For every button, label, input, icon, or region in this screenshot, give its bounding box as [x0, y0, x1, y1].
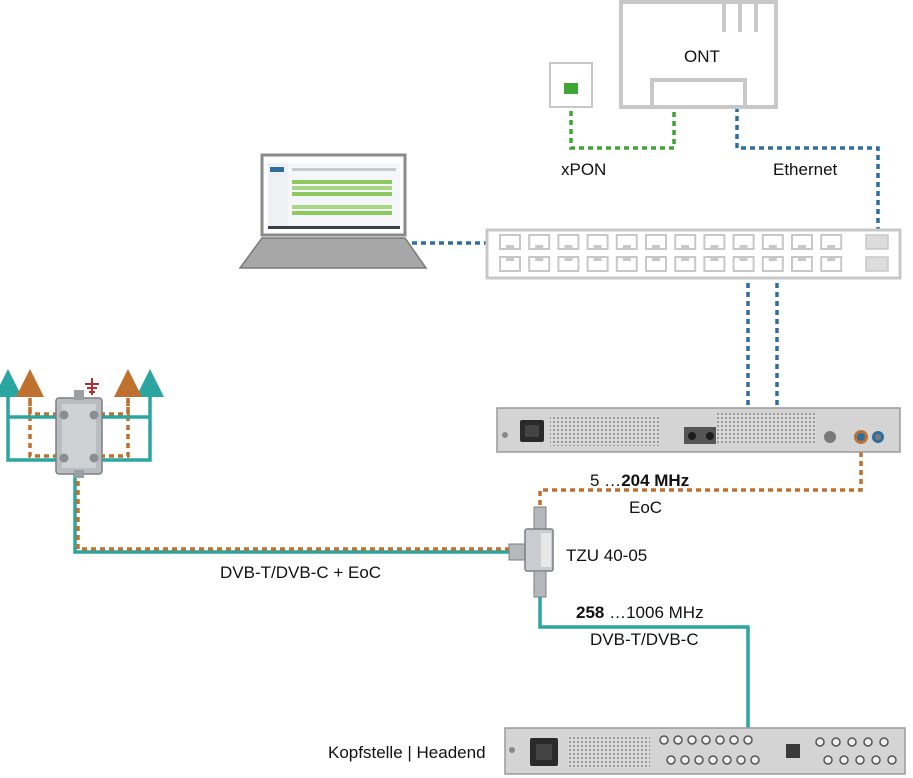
- headend-coax-port: [855, 755, 865, 765]
- headend-coax-port: [863, 737, 873, 747]
- headend-coax-port: [750, 755, 760, 765]
- splitter-outputs: [0, 369, 164, 462]
- ont-device: [619, 0, 778, 109]
- dvb-label: DVB-T/DVB-C: [590, 630, 699, 649]
- headend-coax-port: [659, 735, 669, 745]
- headend-coax-port: [839, 755, 849, 765]
- headend-coax-port: [729, 735, 739, 745]
- switch-port-notch: [798, 245, 806, 249]
- eoc-band-end: 204 MHz: [621, 471, 689, 490]
- headend-coax-port: [673, 735, 683, 745]
- switch-port-notch: [768, 245, 777, 249]
- switch-port-notch: [535, 257, 544, 261]
- headend-coax-port: [879, 737, 889, 747]
- switch-port-notch: [710, 245, 719, 249]
- headend-coax-port: [871, 755, 881, 765]
- switch-port-notch: [798, 257, 806, 261]
- dvb-line: [538, 595, 750, 760]
- headend-coax-port: [715, 735, 725, 745]
- headend-label: Kopfstelle | Headend: [328, 743, 486, 762]
- switch-port-notch: [622, 257, 631, 261]
- mixed-line-teal: [73, 470, 510, 554]
- ground-icon: [85, 378, 99, 395]
- eoc-band-label: 5 …204 MHz: [590, 471, 689, 490]
- switch-port-notch: [652, 245, 660, 249]
- headend-coax-port: [823, 755, 833, 765]
- switch-port-notch: [506, 245, 514, 249]
- ethernet-line-ont-switch: [735, 107, 880, 236]
- tzu-label: TZU 40-05: [566, 546, 647, 565]
- laptop: [238, 153, 428, 269]
- headend-coax-port: [847, 737, 857, 747]
- switch-port-notch: [827, 257, 836, 261]
- mixed-line-orange: [76, 470, 510, 551]
- headend-coax-port: [708, 755, 718, 765]
- switch-port-notch: [564, 257, 573, 261]
- mixed-signal-label: DVB-T/DVB-C + EoC: [220, 563, 381, 582]
- dvb-band-label: 258 …1006 MHz: [576, 603, 704, 622]
- xpon-label: xPON: [561, 160, 606, 179]
- switch-port-notch: [681, 245, 690, 249]
- headend-coax-port: [831, 737, 841, 747]
- eoc-line: [538, 452, 863, 530]
- fiber-wall-socket: [549, 62, 593, 108]
- headend-coax-port: [887, 755, 897, 765]
- headend-coax-port: [694, 755, 704, 765]
- headend-coax-port: [666, 755, 676, 765]
- eoc-master-device: [496, 407, 901, 453]
- ethernet-switch: [485, 228, 902, 280]
- headend-coax-port: [736, 755, 746, 765]
- switch-port-notch: [593, 257, 602, 261]
- ethernet-label: Ethernet: [773, 160, 838, 179]
- dvb-band-end: …1006 MHz: [604, 603, 703, 622]
- switch-port-notch: [593, 245, 602, 249]
- coax-splitter: [55, 390, 103, 478]
- switch-port-notch: [506, 257, 514, 261]
- eoc-label: EoC: [629, 498, 662, 517]
- dvb-band-start: 258: [576, 603, 604, 622]
- headend-coax-port: [815, 737, 825, 747]
- eoc-band-start: 5 …: [590, 471, 621, 490]
- switch-port-notch: [535, 245, 544, 249]
- headend-coax-port: [743, 735, 753, 745]
- tzu-diplexer: [508, 506, 554, 598]
- switch-port-notch: [768, 257, 777, 261]
- switch-port-notch: [710, 257, 719, 261]
- ont-label: ONT: [684, 47, 720, 66]
- headend-coax-port: [687, 735, 697, 745]
- switch-port-notch: [739, 257, 748, 261]
- headend-device: [504, 727, 906, 775]
- switch-port-notch: [622, 245, 631, 249]
- switch-port-notch: [564, 245, 573, 249]
- headend-coax-port: [701, 735, 711, 745]
- switch-port-notch: [652, 257, 660, 261]
- switch-port-notch: [827, 245, 836, 249]
- headend-coax-port: [722, 755, 732, 765]
- switch-port-notch: [681, 257, 690, 261]
- fiber-line: [569, 93, 676, 150]
- headend-coax-port: [680, 755, 690, 765]
- switch-port-notch: [739, 245, 748, 249]
